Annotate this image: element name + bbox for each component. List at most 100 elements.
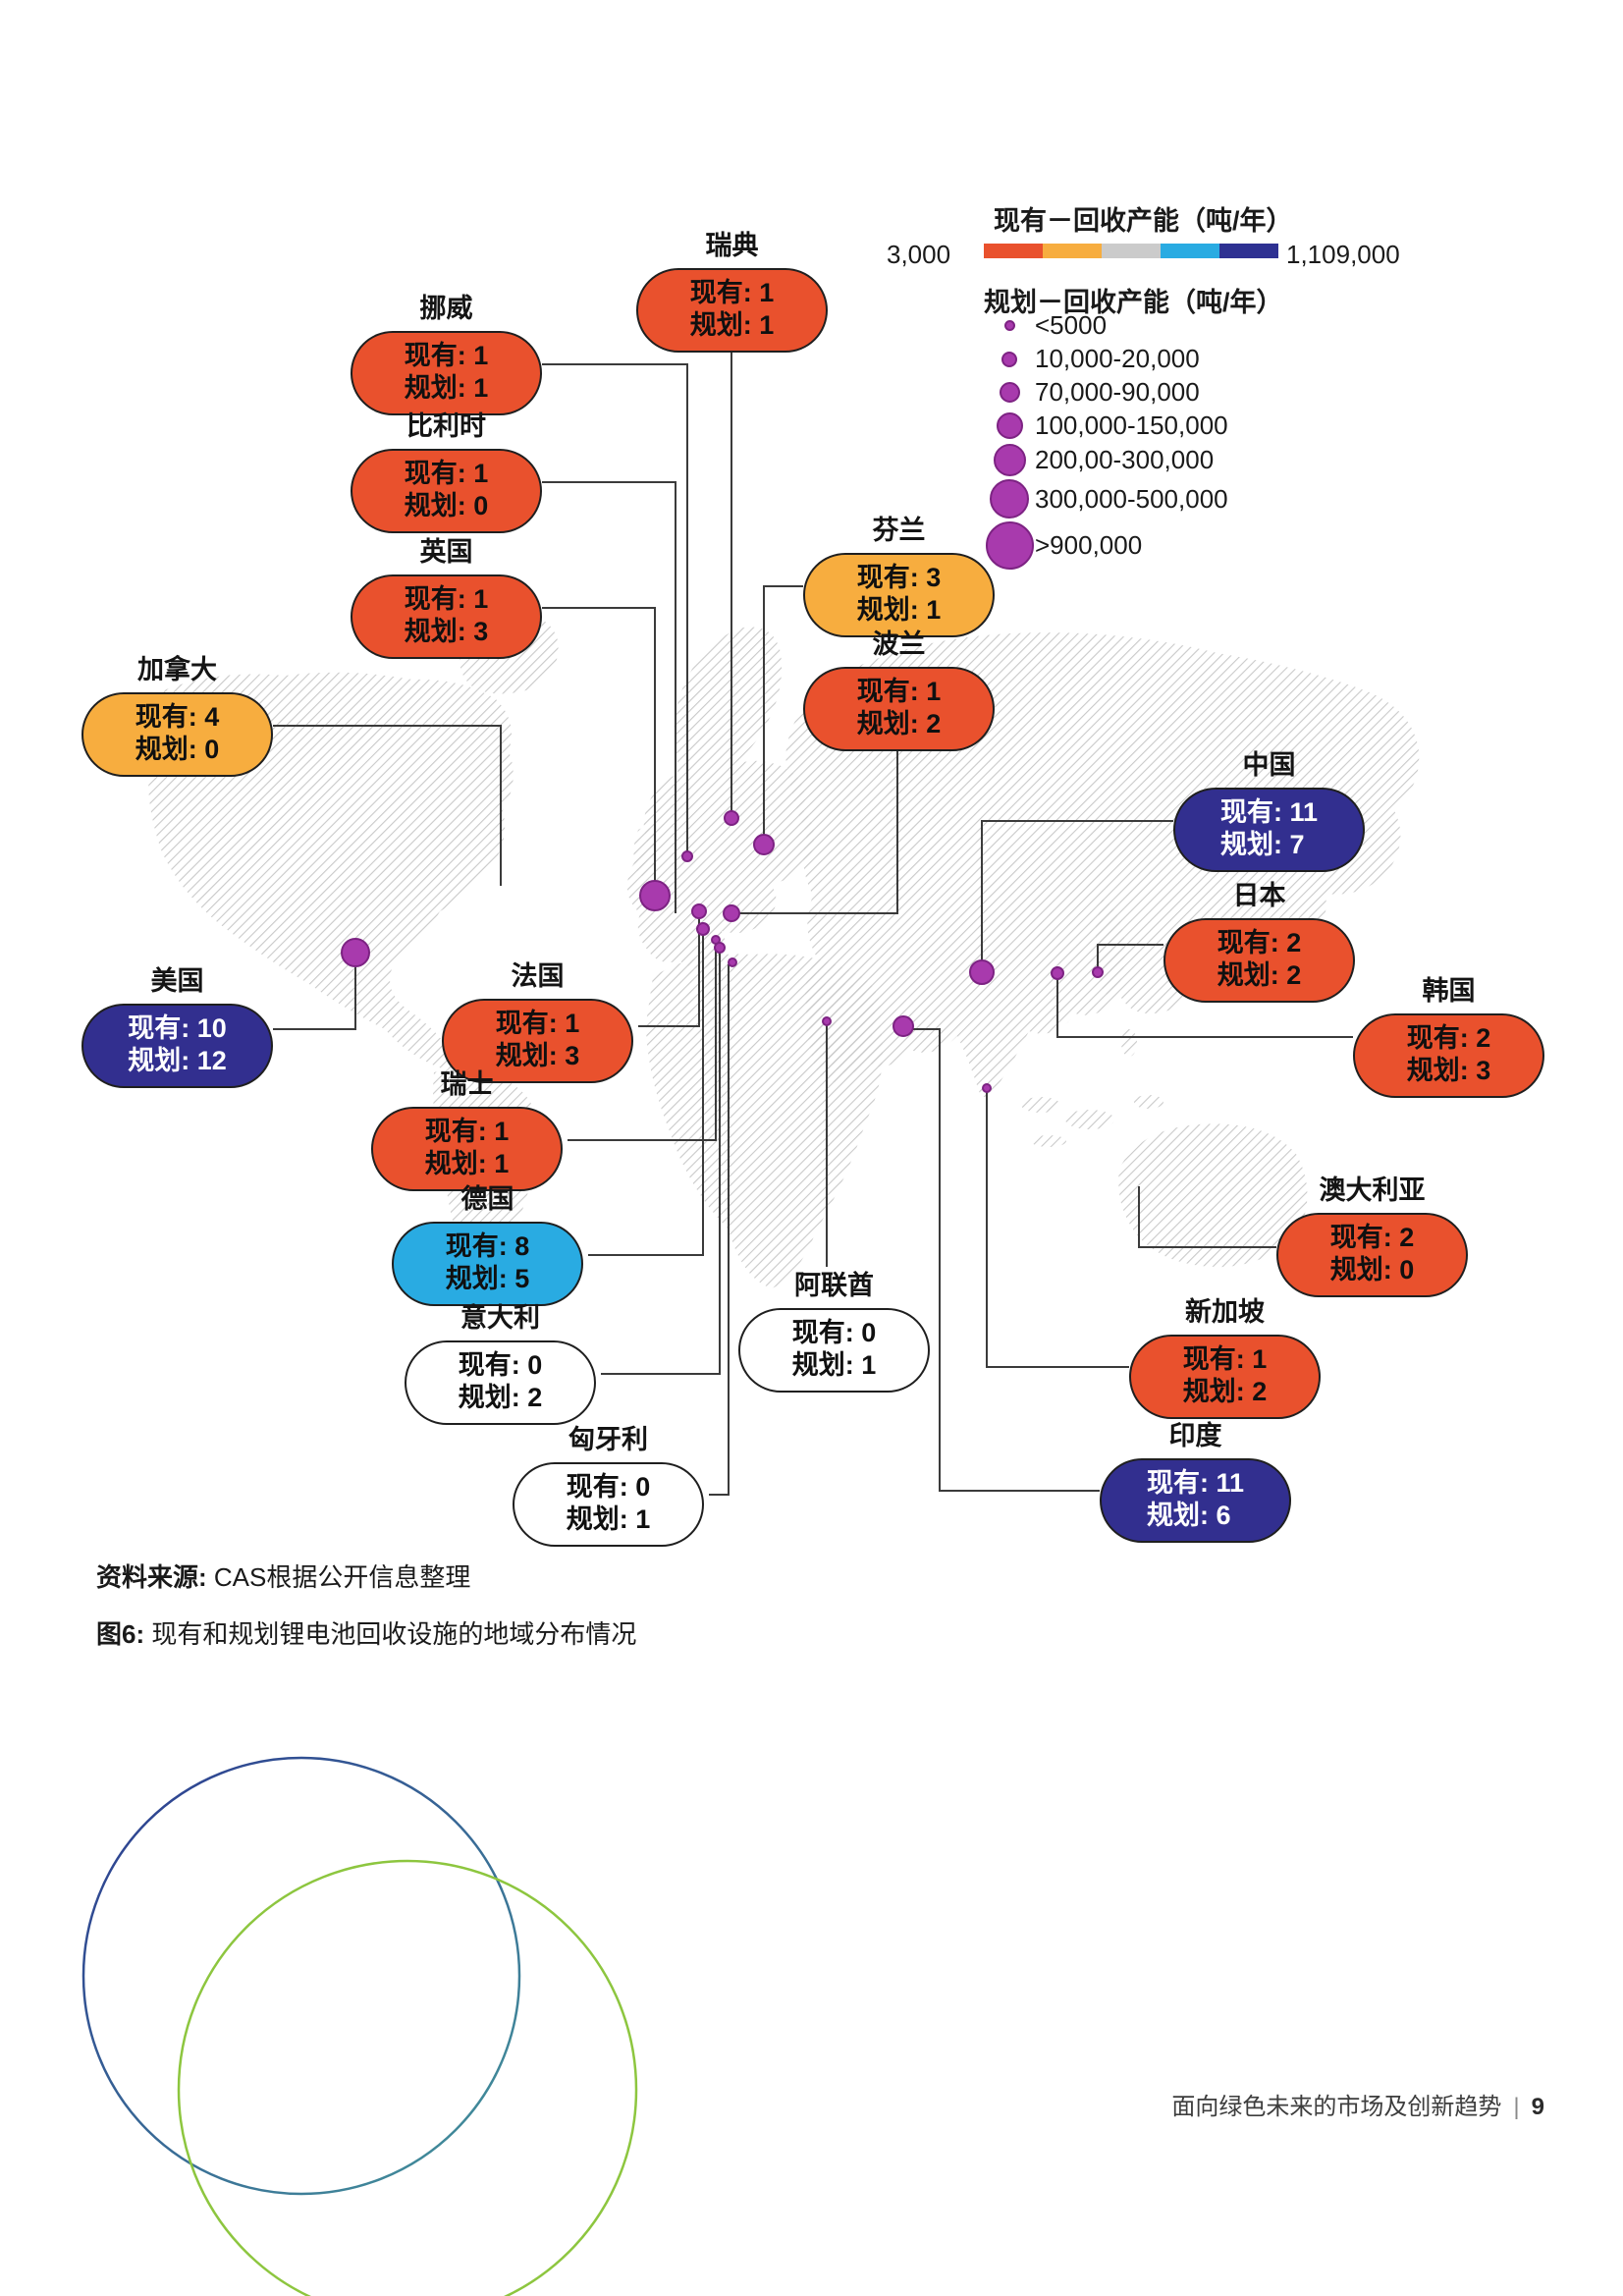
connector-line-belgium [542, 481, 676, 913]
island-sulawesi [1134, 1095, 1163, 1109]
callout-uk: 英国 现有: 1 规划: 3 [351, 530, 542, 659]
planned-dot-india [893, 1015, 914, 1037]
scale-segment-1 [984, 244, 1043, 258]
planned-count: 规划: 1 [856, 595, 942, 625]
connector-line-usa [273, 967, 356, 1030]
existing-count: 现有: 2 [1217, 928, 1302, 957]
country-name: 比利时 [406, 411, 486, 441]
legend-size-row: <5000 [984, 310, 1228, 341]
existing-count: 现有: 11 [1219, 797, 1319, 827]
page-number: 9 [1531, 2094, 1544, 2120]
callout-usa: 美国 现有: 10 规划: 12 [81, 959, 273, 1088]
country-name: 法国 [511, 961, 565, 991]
planned-count: 规划: 7 [1219, 830, 1305, 859]
planned-count: 规划: 0 [1329, 1255, 1415, 1285]
planned-size-dot-icon [996, 412, 1023, 439]
callout-belgium: 比利时 现有: 1 规划: 0 [351, 405, 542, 533]
country-pill: 现有: 11 规划: 7 [1173, 788, 1365, 872]
callout-poland: 波兰 现有: 1 规划: 2 [803, 623, 995, 751]
country-name: 中国 [1242, 750, 1296, 780]
island-philippines [1121, 1029, 1137, 1057]
existing-count: 现有: 1 [404, 459, 489, 488]
connector-line-germany [588, 934, 704, 1256]
country-pill: 现有: 10 规划: 12 [81, 1004, 273, 1088]
planned-dot-usa [341, 938, 370, 967]
existing-count: 现有: 1 [404, 341, 489, 370]
country-pill: 现有: 11 规划: 6 [1100, 1458, 1291, 1543]
country-pill: 现有: 8 规划: 5 [392, 1222, 583, 1306]
source-label: 资料来源: [96, 1562, 207, 1592]
planned-count: 规划: 1 [791, 1350, 877, 1380]
existing-count: 现有: 1 [404, 584, 489, 614]
scale-segment-2 [1043, 244, 1102, 258]
country-name: 德国 [460, 1184, 514, 1214]
planned-count: 规划: 2 [1182, 1377, 1268, 1406]
map-continents [141, 613, 1420, 1288]
planned-dot-france [691, 903, 707, 919]
country-pill: 现有: 2 规划: 0 [1276, 1213, 1468, 1297]
country-name: 意大利 [460, 1303, 540, 1333]
country-name: 日本 [1232, 881, 1286, 910]
connector-line-japan [1097, 944, 1163, 967]
callout-sweden: 瑞典 现有: 1 规划: 1 [636, 224, 828, 353]
callout-italy: 意大利 现有: 0 规划: 2 [405, 1296, 596, 1425]
planned-count: 规划: 3 [495, 1041, 580, 1070]
planned-dot-japan [1092, 966, 1104, 978]
existing-count: 现有: 11 [1146, 1468, 1245, 1498]
planned-dot-norway [681, 850, 693, 862]
callout-norway: 挪威 现有: 1 规划: 1 [351, 287, 542, 415]
callout-china: 中国 现有: 11 规划: 7 [1173, 743, 1365, 872]
footer-divider: | [1513, 2094, 1520, 2120]
country-name: 波兰 [872, 629, 926, 659]
island-sumatra [1021, 1097, 1060, 1113]
planned-count: 规划: 12 [128, 1046, 227, 1075]
legend-planned-sizes: <5000 10,000-20,000 70,000-90,000 100,00… [984, 310, 1228, 573]
footer-title: 面向绿色未来的市场及创新趋势 [1171, 2094, 1502, 2120]
country-pill: 现有: 2 规划: 2 [1163, 918, 1355, 1003]
planned-count: 规划: 1 [689, 310, 775, 340]
country-pill: 现有: 1 规划: 2 [1129, 1335, 1321, 1419]
connector-line-china [981, 820, 1173, 961]
planned-capacity-dots [341, 810, 1104, 1093]
legend-size-row: 200,00-300,000 [984, 444, 1228, 476]
planned-count: 规划: 1 [566, 1504, 651, 1534]
connector-line-uk [542, 607, 656, 882]
planned-count: 规划: 2 [458, 1383, 543, 1412]
connector-line-south-korea [1056, 978, 1353, 1038]
planned-count: 规划: 1 [404, 373, 489, 403]
existing-count: 现有: 4 [135, 702, 220, 732]
country-name: 芬兰 [872, 516, 926, 545]
callout-australia: 澳大利亚 现有: 2 规划: 0 [1276, 1169, 1468, 1297]
continent-australia [1118, 1123, 1308, 1268]
source-text: CAS根据公开信息整理 [206, 1562, 471, 1592]
country-name: 英国 [419, 537, 473, 567]
planned-dot-germany [696, 922, 710, 936]
scale-min-label: 3,000 [887, 240, 951, 269]
legend-size-row: >900,000 [984, 521, 1228, 570]
planned-dot-finland [753, 834, 775, 855]
planned-size-dot-icon [1001, 351, 1017, 367]
planned-count: 规划: 2 [856, 709, 942, 738]
planned-size-dot-icon [993, 444, 1026, 476]
decor-circle-blue [81, 1756, 521, 2196]
existing-count: 现有: 1 [424, 1117, 510, 1146]
country-pill: 现有: 0 规划: 1 [738, 1308, 930, 1393]
planned-count: 规划: 0 [135, 735, 220, 764]
planned-count: 规划: 1 [424, 1149, 510, 1178]
connector-line-france [638, 917, 700, 1027]
connector-line-australia [1138, 1186, 1276, 1248]
legend-existing-title: 现有－回收产能（吨/年） [994, 206, 1293, 236]
scale-segment-5 [1219, 244, 1278, 258]
existing-count: 现有: 0 [458, 1350, 543, 1380]
existing-color-scale-bar [984, 244, 1278, 258]
existing-count: 现有: 1 [495, 1009, 580, 1038]
planned-count: 规划: 6 [1146, 1501, 1231, 1530]
planned-dot-uk [639, 880, 671, 911]
planned-dot-china [969, 959, 995, 985]
island-britain [633, 827, 658, 878]
callout-singapore: 新加坡 现有: 1 规划: 2 [1129, 1290, 1321, 1419]
legend-size-row: 10,000-20,000 [984, 344, 1228, 374]
country-name: 瑞士 [440, 1069, 494, 1099]
decor-circle-green [177, 1859, 638, 2296]
